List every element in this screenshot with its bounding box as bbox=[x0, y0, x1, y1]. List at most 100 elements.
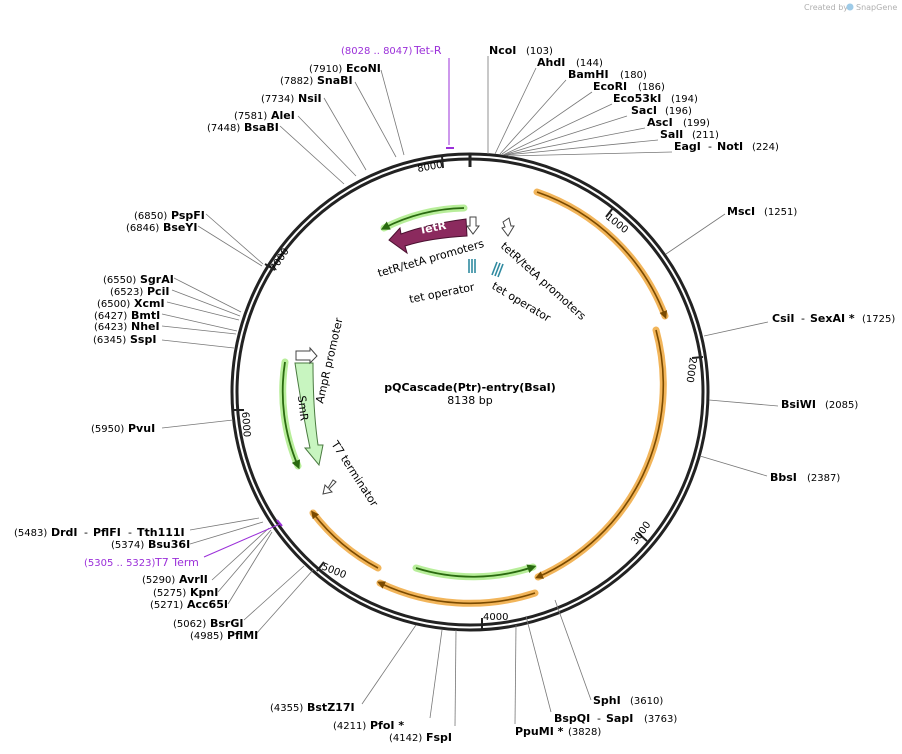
feature-arc-4 bbox=[309, 509, 382, 572]
site-noti-name: NotI bbox=[717, 140, 743, 153]
site-ncoi-pos: (103) bbox=[526, 46, 553, 57]
site-avrii-pos: (5290) bbox=[142, 575, 175, 586]
tet-r-primer-name: Tet-R bbox=[413, 44, 442, 57]
tick-6000: 6000 bbox=[239, 411, 252, 437]
site-bsu36i-pos: (5374) bbox=[111, 540, 144, 551]
feature-arrow-4 bbox=[311, 510, 379, 569]
site-avrii-name: AvrII bbox=[179, 573, 208, 586]
site-snabi-pos: (7882) bbox=[280, 76, 313, 87]
svg-text:-: - bbox=[84, 526, 88, 539]
smr-label: SmR bbox=[295, 395, 311, 422]
ampr-promoter-label: AmpR promoter bbox=[313, 316, 345, 405]
site-bamhi-pos: (180) bbox=[620, 70, 647, 81]
feature-arrow-3 bbox=[377, 581, 536, 605]
site-sapi-name: SapI bbox=[606, 712, 633, 725]
watermark-brand: SnapGene bbox=[856, 3, 897, 12]
site-sgrai-pos: (6550) bbox=[103, 275, 136, 286]
site-alei-name: AleI bbox=[271, 109, 295, 122]
tet-operator-left-label: tet operator bbox=[408, 280, 476, 305]
t7-terminator-icon bbox=[322, 479, 337, 495]
tetr-feature: TetR bbox=[388, 218, 468, 255]
tet-r-primer-range: (8028 .. 8047) bbox=[341, 46, 413, 57]
tetr-promoters-left-label: tetR/tetA promoters bbox=[376, 237, 486, 280]
feature-arrow-1 bbox=[536, 191, 668, 319]
svg-text:-: - bbox=[708, 140, 712, 153]
site-bmti-pos: (6427) bbox=[94, 311, 127, 322]
site-ncoi-name: NcoI bbox=[489, 44, 516, 57]
site-bbsi-name: BbsI bbox=[770, 471, 797, 484]
site-bamhi-name: BamHI bbox=[568, 68, 609, 81]
restriction-sites: NcoI (103) AhdI (144) BamHI (180) EcoRI … bbox=[14, 44, 895, 744]
site-pvui-pos: (5950) bbox=[91, 424, 124, 435]
site-bseyi-pos: (6846) bbox=[126, 223, 159, 234]
tick-4000: 4000 bbox=[483, 612, 508, 623]
site-bsabi-pos: (7448) bbox=[207, 123, 240, 134]
site-pcii-name: PciI bbox=[147, 285, 169, 298]
site-csii-pos: (1725) bbox=[862, 314, 895, 325]
site-xcmi-name: XcmI bbox=[134, 297, 165, 310]
tetr-promoter-left-icon bbox=[466, 216, 480, 235]
svg-text:-: - bbox=[801, 312, 805, 325]
primers: (8028 .. 8047) Tet-R (5305 .. 5323) T7 T… bbox=[84, 44, 454, 569]
plasmid-size: 8138 bp bbox=[447, 394, 492, 407]
green-arrow-top bbox=[380, 207, 465, 230]
site-pvui-name: PvuI bbox=[128, 422, 155, 435]
t7-term-primer-line bbox=[203, 523, 281, 558]
site-econi-pos: (7910) bbox=[309, 64, 342, 75]
tetr-arrow bbox=[388, 218, 468, 255]
tick-3000: 3000 bbox=[630, 520, 654, 547]
tick-8000: 8000 bbox=[417, 160, 444, 175]
site-ahdi-name: AhdI bbox=[537, 56, 565, 69]
site-eagi-pos: (224) bbox=[752, 142, 779, 153]
site-pfoi-name: PfoI * bbox=[370, 719, 404, 732]
site-bsrgi-pos: (5062) bbox=[173, 619, 206, 630]
site-kpni-pos: (5275) bbox=[153, 588, 186, 599]
promoter-symbols bbox=[295, 216, 515, 495]
site-ecori-pos: (186) bbox=[638, 82, 665, 93]
site-pflmi-name: PflMI bbox=[227, 629, 258, 642]
svg-text:-: - bbox=[597, 712, 601, 725]
tetr-promoter-right-icon bbox=[501, 217, 515, 237]
site-sphi-pos: (3610) bbox=[630, 696, 663, 707]
site-bsu36i-name: Bsu36I bbox=[148, 538, 190, 551]
site-eagi-name: EagI bbox=[674, 140, 701, 153]
plasmid-name: pQCascade(Ptr)-entry(BsaI) bbox=[384, 381, 556, 394]
t7-term-primer-name: T7 Term bbox=[154, 556, 199, 569]
site-eco53ki-name: Eco53kI bbox=[613, 92, 661, 105]
site-msci-pos: (1251) bbox=[764, 207, 797, 218]
green-arrow-left bbox=[281, 361, 301, 470]
site-sexai-name: SexAI * bbox=[810, 312, 855, 325]
site-bsrgi-name: BsrGI bbox=[210, 617, 243, 630]
site-snabi-name: SnaBI bbox=[317, 74, 353, 87]
site-eco53ki-pos: (194) bbox=[671, 94, 698, 105]
t7-term-primer-range: (5305 .. 5323) bbox=[84, 558, 156, 569]
site-fspi-pos: (4142) bbox=[389, 733, 422, 744]
green-arrow-bottom bbox=[415, 564, 537, 578]
site-sspi-name: SspI bbox=[130, 333, 156, 346]
site-bseyi-name: BseYI bbox=[163, 221, 197, 234]
site-econi-name: EcoNI bbox=[346, 62, 381, 75]
site-acc65i-name: Acc65I bbox=[187, 598, 228, 611]
site-alei-pos: (7581) bbox=[234, 111, 267, 122]
tet-operators bbox=[468, 259, 504, 278]
site-xcmi-pos: (6500) bbox=[97, 299, 130, 310]
site-pspfi-pos: (6850) bbox=[134, 211, 167, 222]
feature-arrow-2 bbox=[535, 329, 665, 579]
smr-arrow bbox=[294, 362, 324, 467]
site-fspi-name: FspI bbox=[426, 731, 452, 744]
site-sali-pos: (211) bbox=[692, 130, 719, 141]
site-bspqi-name: BspQI bbox=[554, 712, 590, 725]
site-saci-name: SacI bbox=[631, 104, 657, 117]
smr-feature: SmR bbox=[294, 362, 324, 467]
site-sali-name: SalI bbox=[660, 128, 683, 141]
tet-operator-right-mark bbox=[491, 261, 498, 276]
plasmid-title: pQCascade(Ptr)-entry(BsaI) 8138 bp bbox=[384, 381, 556, 407]
site-msci-name: MscI bbox=[727, 205, 755, 218]
green-features bbox=[279, 204, 537, 581]
site-sphi-name: SphI bbox=[593, 694, 621, 707]
site-sgrai-name: SgrAI bbox=[140, 273, 174, 286]
site-nsii-pos: (7734) bbox=[261, 94, 294, 105]
site-bspqi-pos: (3763) bbox=[644, 714, 677, 725]
site-ppumi-name: PpuMI * bbox=[515, 725, 564, 738]
